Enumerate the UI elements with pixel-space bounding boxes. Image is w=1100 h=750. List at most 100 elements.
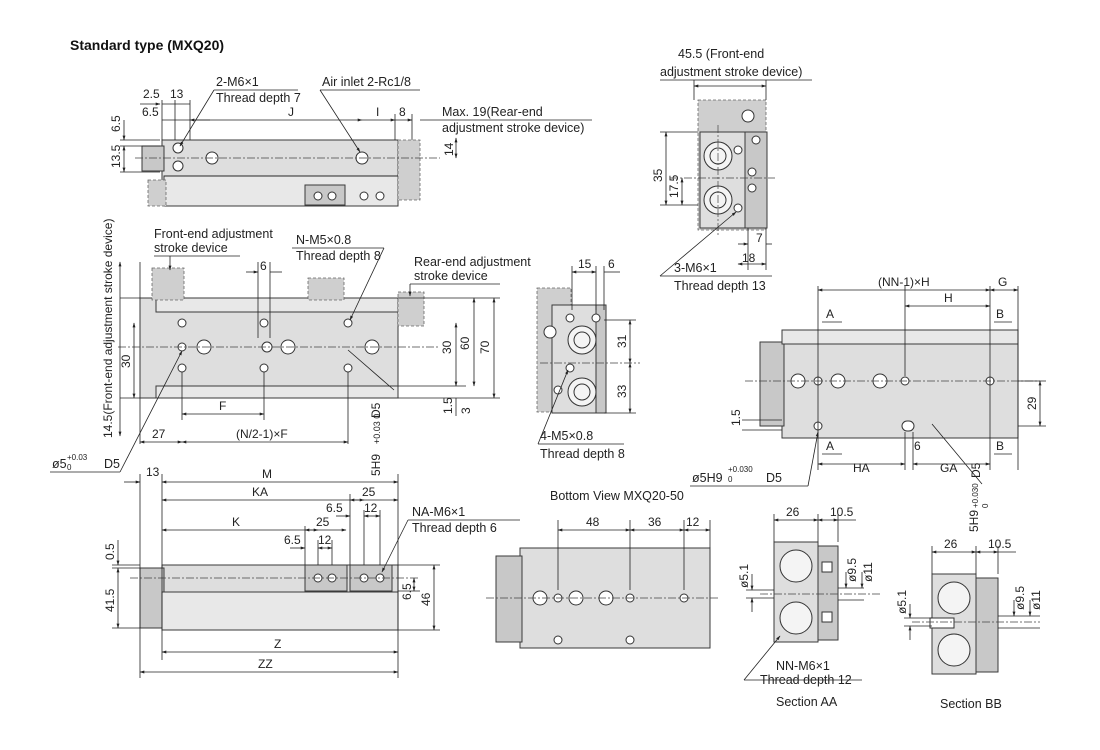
dim-v17-5: 17.5 bbox=[667, 174, 681, 198]
dim-13: 13 bbox=[170, 87, 184, 101]
dim-bot-6-5a: 6.5 bbox=[326, 501, 343, 515]
dim-bb-9-5: ø9.5 bbox=[1013, 586, 1027, 610]
callout-rear-line1: Rear-end adjustment bbox=[414, 255, 531, 269]
dim-end-v31: 31 bbox=[615, 334, 629, 348]
dim-end-6: 6 bbox=[608, 257, 615, 271]
dim-side-vertical: 14.5(Front-end adjustment stroke device) bbox=[101, 219, 115, 438]
section-mark-B-bot: B bbox=[996, 439, 1004, 453]
dim-bot-ZZ: ZZ bbox=[258, 657, 273, 671]
callout-3m6-line1: 3-M6×1 bbox=[674, 261, 717, 275]
dim-8: 8 bbox=[399, 105, 406, 119]
dim-45-5-line2: adjustment stroke device) bbox=[660, 65, 802, 79]
dim-side-27: 27 bbox=[152, 427, 166, 441]
dim-side-N: (N/2-1)×F bbox=[236, 427, 288, 441]
dim-bb-26: 26 bbox=[944, 537, 958, 551]
dim-side-6: 6 bbox=[260, 259, 267, 273]
callout-4m5-line1: 4-M5×0.8 bbox=[540, 429, 593, 443]
dim-aa-9-5: ø9.5 bbox=[845, 558, 859, 582]
callout-max19-line2: adjustment stroke device) bbox=[442, 121, 584, 135]
dim-v6-5: 6.5 bbox=[109, 115, 123, 132]
side-view: 6 30 14.5(Front-end adjustment stroke de… bbox=[50, 219, 531, 476]
side-h9: 5H9 bbox=[369, 454, 383, 476]
callout-na-line1: NA-M6×1 bbox=[412, 505, 465, 519]
callout-nn-line2: Thread depth 12 bbox=[760, 673, 852, 687]
callout-table-dia: ø5H9 bbox=[692, 471, 723, 485]
dim-bv-36: 36 bbox=[648, 515, 662, 529]
dim-I: I bbox=[376, 105, 379, 119]
dim-bot-KA: KA bbox=[252, 485, 268, 499]
section-mark-A-top: A bbox=[826, 307, 834, 321]
dim-bb-5-1: ø5.1 bbox=[895, 590, 909, 614]
callout-nm5-line2: Thread depth 8 bbox=[296, 249, 381, 263]
dim-bot-Z: Z bbox=[274, 637, 281, 651]
dim-bot-25b: 25 bbox=[316, 515, 330, 529]
callout-dia-up: +0.03 bbox=[67, 453, 88, 462]
dim-nnh: (NN-1)×H bbox=[878, 275, 930, 289]
dim-table-6: 6 bbox=[914, 439, 921, 453]
callout-dia-lo: 0 bbox=[67, 463, 72, 472]
page-title: Standard type (MXQ20) bbox=[70, 37, 225, 53]
dim-v14: 14 bbox=[442, 142, 456, 156]
dim-bb-10-5: 10.5 bbox=[988, 537, 1012, 551]
section-aa: 26 10.5 ø5.1 ø9.5 ø11 NN-M6×1 Thread dep… bbox=[737, 505, 880, 709]
callout-table-d5: D5 bbox=[766, 471, 782, 485]
section-mark-B-top: B bbox=[996, 307, 1004, 321]
callout-table-lo: 0 bbox=[728, 475, 733, 484]
dim-2-5: 2.5 bbox=[143, 87, 160, 101]
callout-nn-line1: NN-M6×1 bbox=[776, 659, 830, 673]
dim-side-v30: 30 bbox=[119, 354, 133, 368]
dim-bv-12: 12 bbox=[686, 515, 700, 529]
dim-bot-41-5: 41.5 bbox=[103, 588, 117, 612]
table-h9: 5H9 bbox=[967, 510, 981, 532]
dim-bot-K: K bbox=[232, 515, 240, 529]
dim-bv-48: 48 bbox=[586, 515, 600, 529]
dim-aa-5-1: ø5.1 bbox=[737, 564, 751, 588]
end-view: 15 6 31 33 4-M5×0.8 Thread depth 8 bbox=[536, 257, 640, 461]
dim-18: 18 bbox=[742, 251, 756, 265]
dim-bb-11: ø11 bbox=[1029, 590, 1043, 610]
callout-dia: ø5 bbox=[52, 457, 67, 471]
callout-3m6-line2: Thread depth 13 bbox=[674, 279, 766, 293]
dim-aa-10-5: 10.5 bbox=[830, 505, 854, 519]
dim-bot-0-5: 0.5 bbox=[103, 543, 117, 560]
dim-side-1-5: 1.5 bbox=[441, 397, 455, 414]
dim-6-5: 6.5 bbox=[142, 105, 159, 119]
callout-2m6-line1: 2-M6×1 bbox=[216, 75, 259, 89]
dim-GA: GA bbox=[940, 461, 957, 475]
callout-dia-d5: D5 bbox=[104, 457, 120, 471]
section-bb-label: Section BB bbox=[940, 697, 1002, 711]
dim-side-3: 3 bbox=[459, 407, 473, 414]
dim-HA: HA bbox=[853, 461, 870, 475]
dim-bot-46: 46 bbox=[419, 592, 433, 606]
dim-table-v29: 29 bbox=[1025, 396, 1039, 410]
dim-v35: 35 bbox=[651, 168, 665, 182]
callout-front-line2: stroke device bbox=[154, 241, 228, 255]
dim-side-r60: 60 bbox=[458, 336, 472, 350]
dim-aa-11: ø11 bbox=[861, 562, 875, 582]
dim-bot-12b: 12 bbox=[318, 533, 332, 547]
dim-bot-12a: 12 bbox=[364, 501, 378, 515]
callout-2m6-line2: Thread depth 7 bbox=[216, 91, 301, 105]
table-view: (NN-1)×H G H A B 29 1.5 A B HA 6 GA D bbox=[690, 275, 1046, 532]
table-h9-up: +0.030 bbox=[971, 483, 980, 508]
dim-G: G bbox=[998, 275, 1007, 289]
dim-side-r70: 70 bbox=[478, 340, 492, 354]
top-view: 2.5 13 6.5 J I 8 6.5 13.5 14 2-M6×1 Thre… bbox=[109, 75, 592, 207]
section-bb: 26 10.5 ø5.1 ø9.5 ø11 Section BB bbox=[895, 537, 1043, 711]
callout-table-up: +0.030 bbox=[728, 465, 753, 474]
dim-bot-25a: 25 bbox=[362, 485, 376, 499]
section-aa-label: Section AA bbox=[776, 695, 838, 709]
dim-bot-13: 13 bbox=[146, 465, 160, 479]
dim-bot-M: M bbox=[262, 467, 272, 481]
dim-bot-6-5b: 6.5 bbox=[284, 533, 301, 547]
section-mark-A-bot: A bbox=[826, 439, 834, 453]
dim-bot-6-5v: 6.5 bbox=[400, 583, 414, 600]
dim-end-v33: 33 bbox=[615, 384, 629, 398]
dim-side-F: F bbox=[219, 399, 226, 413]
dim-v13-5: 13.5 bbox=[109, 144, 123, 168]
dim-7: 7 bbox=[756, 231, 763, 245]
bottom-view: Bottom View MXQ20-50 48 36 12 bbox=[486, 489, 720, 649]
dim-45-5-line1: 45.5 (Front-end bbox=[678, 47, 764, 61]
side-h9-tol: +0.03 0 bbox=[372, 414, 382, 444]
dim-H: H bbox=[944, 291, 953, 305]
